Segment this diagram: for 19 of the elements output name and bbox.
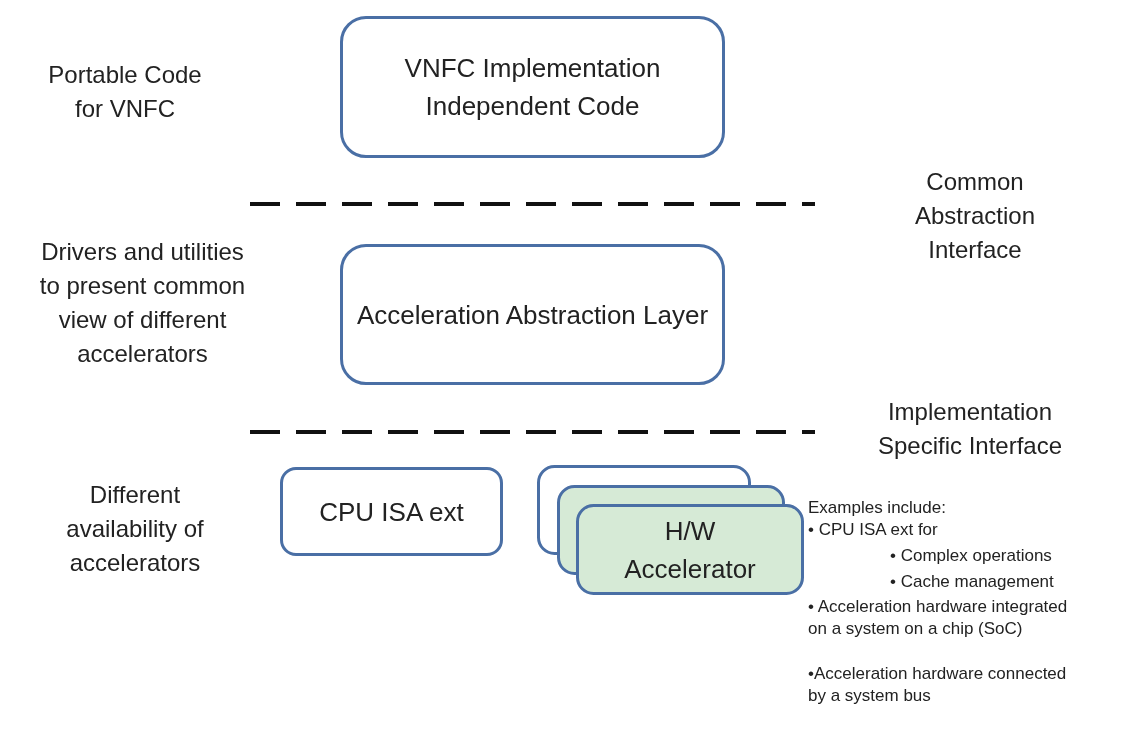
annotation-text: Portable Code for VNFC <box>47 60 203 124</box>
annotation-text: Different availability of accelerators <box>65 480 205 578</box>
layer-box <box>340 244 725 385</box>
annotation-text: Drivers and utilities to present common view of different accelerators <box>38 237 247 369</box>
layer-box <box>280 467 503 556</box>
annotation-text: • CPU ISA ext for <box>808 519 939 541</box>
box-label: CPU ISA ext <box>319 495 464 529</box>
annotation-text: •Acceleration hardware connected by a system bus <box>808 663 1068 707</box>
box-label: Acceleration Abstraction Layer <box>356 298 709 332</box>
annotation-text: • Complex operations <box>890 545 1053 567</box>
annotation-text: Examples include: <box>808 497 947 519</box>
stacked-cards <box>537 465 804 595</box>
box-label: H/W Accelerator <box>623 514 757 586</box>
layer-box <box>340 16 725 158</box>
annotation-text: • Cache management <box>890 571 1055 593</box>
annotation-text: Implementation Specific Interface <box>876 397 1064 461</box>
annotation-text: Common Abstraction Interface <box>913 167 1037 265</box>
box-label: VNFC Implementation Independent Code <box>403 52 662 123</box>
annotation-text: • Acceleration hardware integrated on a system on a chip (SoC) <box>808 596 1069 640</box>
